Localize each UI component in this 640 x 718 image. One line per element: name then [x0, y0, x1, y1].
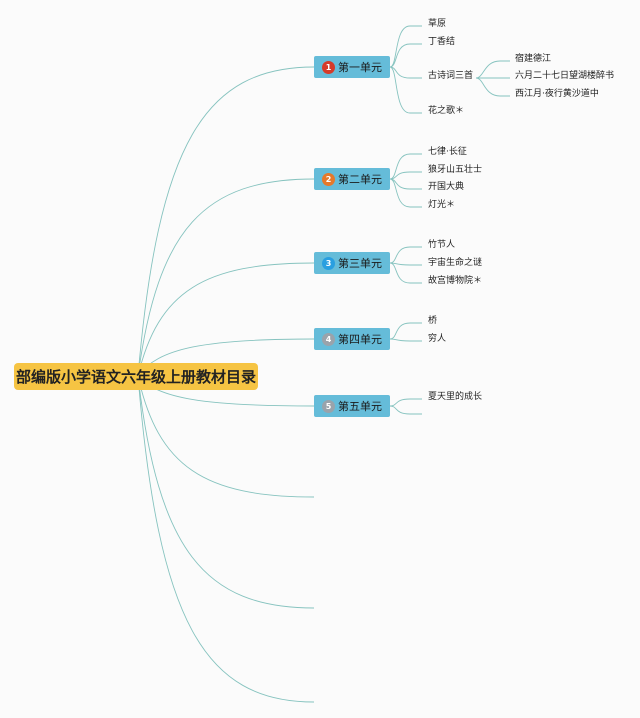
lesson-dengguang[interactable]: 灯光＊: [428, 200, 456, 210]
root-topic[interactable]: 部编版小学语文六年级上册教材目录: [14, 363, 258, 390]
unit-3-label: 第三单元: [338, 257, 382, 270]
lesson-yuzhoushengming[interactable]: 宇宙生命之谜: [428, 258, 483, 268]
lesson-zhujieren[interactable]: 竹节人: [428, 240, 456, 250]
unit-5-label: 第五单元: [338, 400, 382, 413]
root-title: 部编版小学语文六年级上册教材目录: [15, 368, 256, 386]
number-1-icon: 1: [322, 60, 335, 74]
number-5-icon: 5: [322, 399, 335, 413]
lesson-kaiguodadian[interactable]: 开国大典: [428, 182, 465, 192]
number-3-icon: 3: [322, 256, 335, 270]
unit-1-label: 第一单元: [338, 61, 382, 74]
lesson-huazhige[interactable]: 花之歌＊: [428, 106, 465, 116]
unit-4-topic[interactable]: 4 第四单元: [314, 328, 390, 350]
poem-sujiandejiang[interactable]: 宿建德江: [515, 54, 552, 64]
poem-liuyue[interactable]: 六月二十七日望湖楼醉书: [515, 71, 615, 81]
number-4-icon: 4: [322, 332, 335, 346]
unit-1-topic[interactable]: 1 第一单元: [314, 56, 390, 78]
unit-4-label: 第四单元: [338, 333, 382, 346]
lesson-gushici-sanshou[interactable]: 古诗词三首: [428, 71, 474, 81]
lesson-qiao[interactable]: 桥: [428, 316, 438, 326]
unit-3-topic[interactable]: 3 第三单元: [314, 252, 390, 274]
unit-5-topic[interactable]: 5 第五单元: [314, 395, 390, 417]
poem-xijiangyue[interactable]: 西江月·夜行黄沙道中: [515, 89, 599, 99]
unit-2-label: 第二单元: [338, 173, 382, 186]
lesson-gugongbowuyuan[interactable]: 故宫博物院＊: [428, 276, 483, 286]
number-2-icon: 2: [322, 172, 335, 186]
lesson-qiongren[interactable]: 穷人: [428, 334, 447, 344]
lesson-dingxiangjie[interactable]: 丁香结: [428, 37, 456, 47]
lesson-qilv-changzheng[interactable]: 七律·长征: [428, 147, 467, 157]
unit-2-topic[interactable]: 2 第二单元: [314, 168, 390, 190]
lesson-langyashan[interactable]: 狼牙山五壮士: [428, 165, 483, 175]
lesson-caoyuan[interactable]: 草原: [428, 19, 447, 29]
lesson-xiatianli[interactable]: 夏天里的成长: [428, 392, 483, 402]
